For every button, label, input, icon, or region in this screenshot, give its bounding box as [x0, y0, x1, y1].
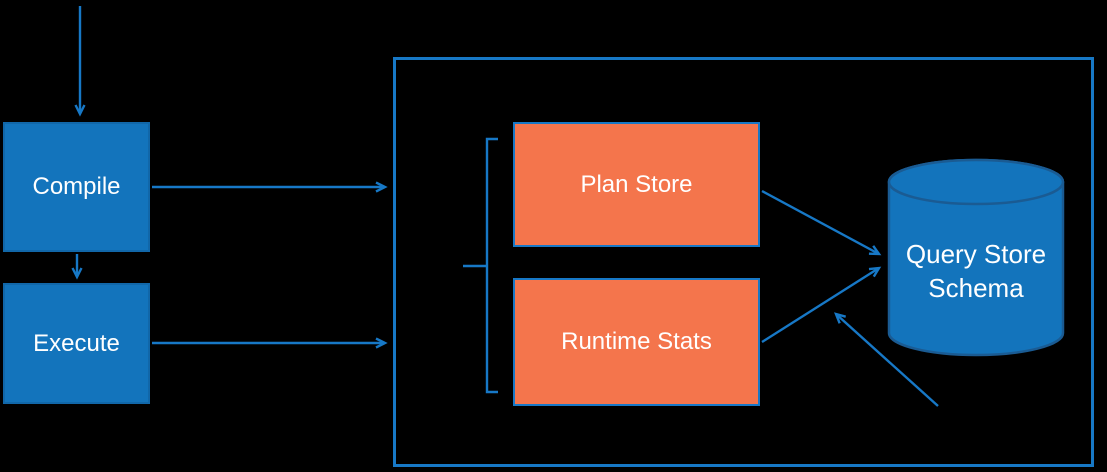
runtime-stats-label: Runtime Stats	[561, 328, 712, 355]
plan-store-node: Plan Store	[513, 122, 760, 247]
execute-label: Execute	[33, 329, 120, 357]
plan-store-label: Plan Store	[580, 170, 693, 198]
query-store-container-rect	[393, 57, 1094, 467]
compile-label: Compile	[32, 173, 121, 200]
runtime-stats-node: Runtime Stats	[513, 278, 760, 406]
query-store-schema-label: Query Store Schema	[905, 239, 1047, 303]
compile-node: Compile	[3, 122, 150, 252]
execute-node: Execute	[3, 283, 150, 404]
